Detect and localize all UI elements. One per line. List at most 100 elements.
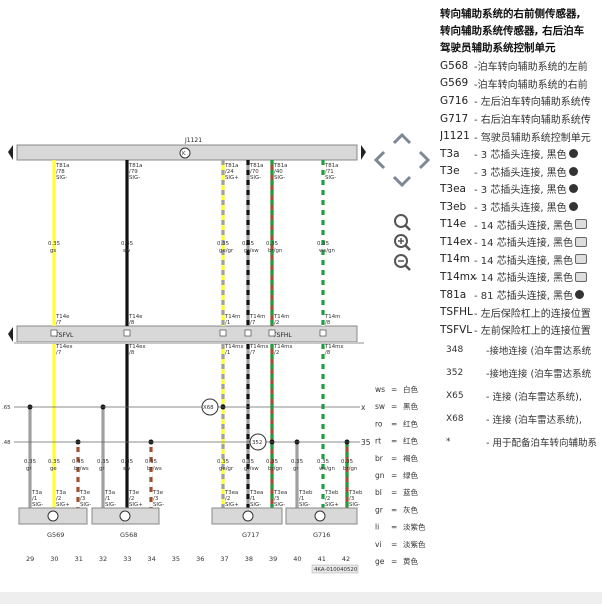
sensor-pin-number: /2: [56, 496, 61, 502]
legend-sep: =: [391, 454, 397, 463]
sensor-pin-number: /2: [129, 496, 134, 502]
pan-right-icon[interactable]: [418, 150, 431, 170]
connector-pin: /8: [325, 350, 331, 356]
ref-code: 4KA-010040520: [314, 567, 358, 573]
legend-sep: =: [391, 385, 397, 394]
component-row: J1121- 驾驶员辅助系统控制单元: [440, 127, 602, 145]
connector-pin: /7: [56, 320, 61, 326]
sensor-pin-number: /2: [225, 496, 230, 502]
zoom-reset-icon[interactable]: [394, 214, 411, 231]
legend-code: ro: [375, 419, 383, 428]
component-desc: - 14 芯插头连接, 黑色: [474, 255, 574, 267]
legend-sep: =: [391, 488, 397, 497]
component-desc: - 3 芯插头连接, 黑色: [474, 150, 567, 162]
component-code: G569: [440, 77, 469, 90]
component-code: J1121: [440, 130, 470, 143]
pan-down-icon[interactable]: [392, 175, 412, 188]
component-desc: - 右后泊车转向辅助系统传: [474, 115, 591, 127]
wire-size: 0.35: [48, 241, 60, 247]
connector-icon[interactable]: [568, 184, 578, 194]
sensor-pin-number: /3: [153, 496, 158, 502]
zoom-in-icon[interactable]: [394, 234, 411, 251]
sensor-pin-conn: T3e: [128, 490, 140, 496]
legend-name: 蓝色: [403, 487, 418, 497]
wire-color-code: gr: [293, 466, 299, 472]
camera-icon[interactable]: [575, 254, 588, 265]
legend-panel: 转向辅助系统的右前侧传感器, 转向辅助系统传感器, 右后泊车 驾驶员辅助系统控制…: [440, 6, 602, 476]
sensor-pin-signal: SIG+: [325, 502, 339, 508]
scroll-right-arrow-top[interactable]: [361, 145, 366, 160]
note-row: X68- 连接 (泊车雷达系统),: [440, 408, 602, 431]
column-number: 29: [26, 555, 34, 563]
sensor-ground-symbol: [47, 510, 59, 522]
ecu-pin-conn: T81a: [128, 163, 142, 169]
connector-name: T14e: [128, 314, 143, 320]
sensor-pin-number: /1: [250, 496, 255, 502]
ecu-ground-symbol: [179, 147, 191, 159]
ecu-pin-number: /71: [325, 169, 334, 175]
connector-icon[interactable]: [575, 290, 585, 300]
wire-color-code: br/ws: [74, 466, 89, 472]
component-desc: - 左后保险杠上的连接位置: [474, 308, 591, 320]
wire-color-code: gs: [50, 248, 56, 254]
wire-size: 0.35: [266, 241, 278, 247]
component-desc: - 14 芯插头连接, 黑色: [474, 220, 574, 232]
camera-icon[interactable]: [575, 219, 588, 230]
connector-pin: /7: [250, 320, 255, 326]
sensor-pin-signal: SIG-: [105, 502, 116, 508]
splice-x68: [201, 398, 219, 416]
sensor-ground-symbol: [242, 510, 254, 522]
component-row: T3e- 3 芯插头连接, 黑色: [440, 163, 602, 181]
note-desc: -接地连接 (泊车雷达系统: [486, 369, 592, 380]
camera-icon[interactable]: [575, 271, 588, 282]
ground-left-2: .48: [2, 440, 11, 446]
column-number: 41: [318, 555, 326, 563]
panel-title-line: 转向辅助系统传感器, 右后泊车: [440, 25, 585, 37]
ecu-pin-number: /24: [225, 169, 234, 175]
connector-name: T14m: [273, 314, 289, 320]
ecu-label: J1121: [184, 137, 202, 144]
scroll-left-arrow-mid[interactable]: [8, 327, 13, 342]
component-desc: - 3 芯插头连接, 黑色: [474, 167, 567, 179]
wire-color-code: gr/sw: [244, 248, 259, 254]
wire-color-code: gr/sw: [244, 466, 259, 472]
component-desc: -泊车转向辅助系统的左前: [474, 62, 588, 74]
sensor-pin-signal: SIG-: [153, 502, 164, 508]
component-code: T3eb: [440, 200, 467, 213]
component-row: T3a- 3 芯插头连接, 黑色: [440, 145, 602, 163]
connector-pin: /7: [56, 350, 61, 356]
sensor-pin-number: /1: [32, 496, 37, 502]
column-number: 32: [99, 555, 107, 563]
wire-color-code: br/gn: [268, 248, 282, 254]
component-row: G717- 右后泊车转向辅助系统传: [440, 110, 602, 128]
legend-code: br: [375, 454, 384, 463]
ecu-pin-number: /78: [56, 169, 65, 175]
connector-pin: /2: [274, 320, 279, 326]
connector-pin: /8: [325, 320, 331, 326]
pan-control[interactable]: [373, 132, 431, 188]
connector-pin: /2: [274, 350, 279, 356]
scroll-left-arrow-top[interactable]: [8, 145, 13, 160]
connector-name: T14mx: [224, 344, 244, 350]
pan-up-icon[interactable]: [392, 132, 412, 145]
connector-pin: /7: [250, 350, 255, 356]
legend-code: ws: [375, 385, 385, 394]
connector-icon[interactable]: [568, 202, 578, 212]
pan-left-icon[interactable]: [373, 150, 386, 170]
legend-name: 灰色: [403, 504, 418, 514]
sensor-pin-conn: T3a: [31, 490, 42, 496]
note-row: X65- 连接 (泊车雷达系统),: [440, 385, 602, 408]
sensor-ground-symbol: [314, 510, 326, 522]
sensor-label: G569: [47, 531, 64, 539]
connector-icon[interactable]: [568, 166, 578, 176]
zoom-out-icon[interactable]: [394, 254, 411, 271]
ecu-pin-signal: SIG-: [274, 175, 285, 181]
camera-icon[interactable]: [575, 236, 588, 247]
sensor-pin-number: /3: [80, 496, 85, 502]
sensor-pin-number: /3: [274, 496, 279, 502]
connector-icon[interactable]: [568, 149, 578, 159]
component-desc: - 14 芯插头连接, 黑色: [474, 238, 574, 250]
wire-color-code: br/gn: [268, 466, 282, 472]
wire-size: 0.35: [242, 241, 254, 247]
component-row: G716- 左后泊车转向辅助系统传: [440, 92, 602, 110]
